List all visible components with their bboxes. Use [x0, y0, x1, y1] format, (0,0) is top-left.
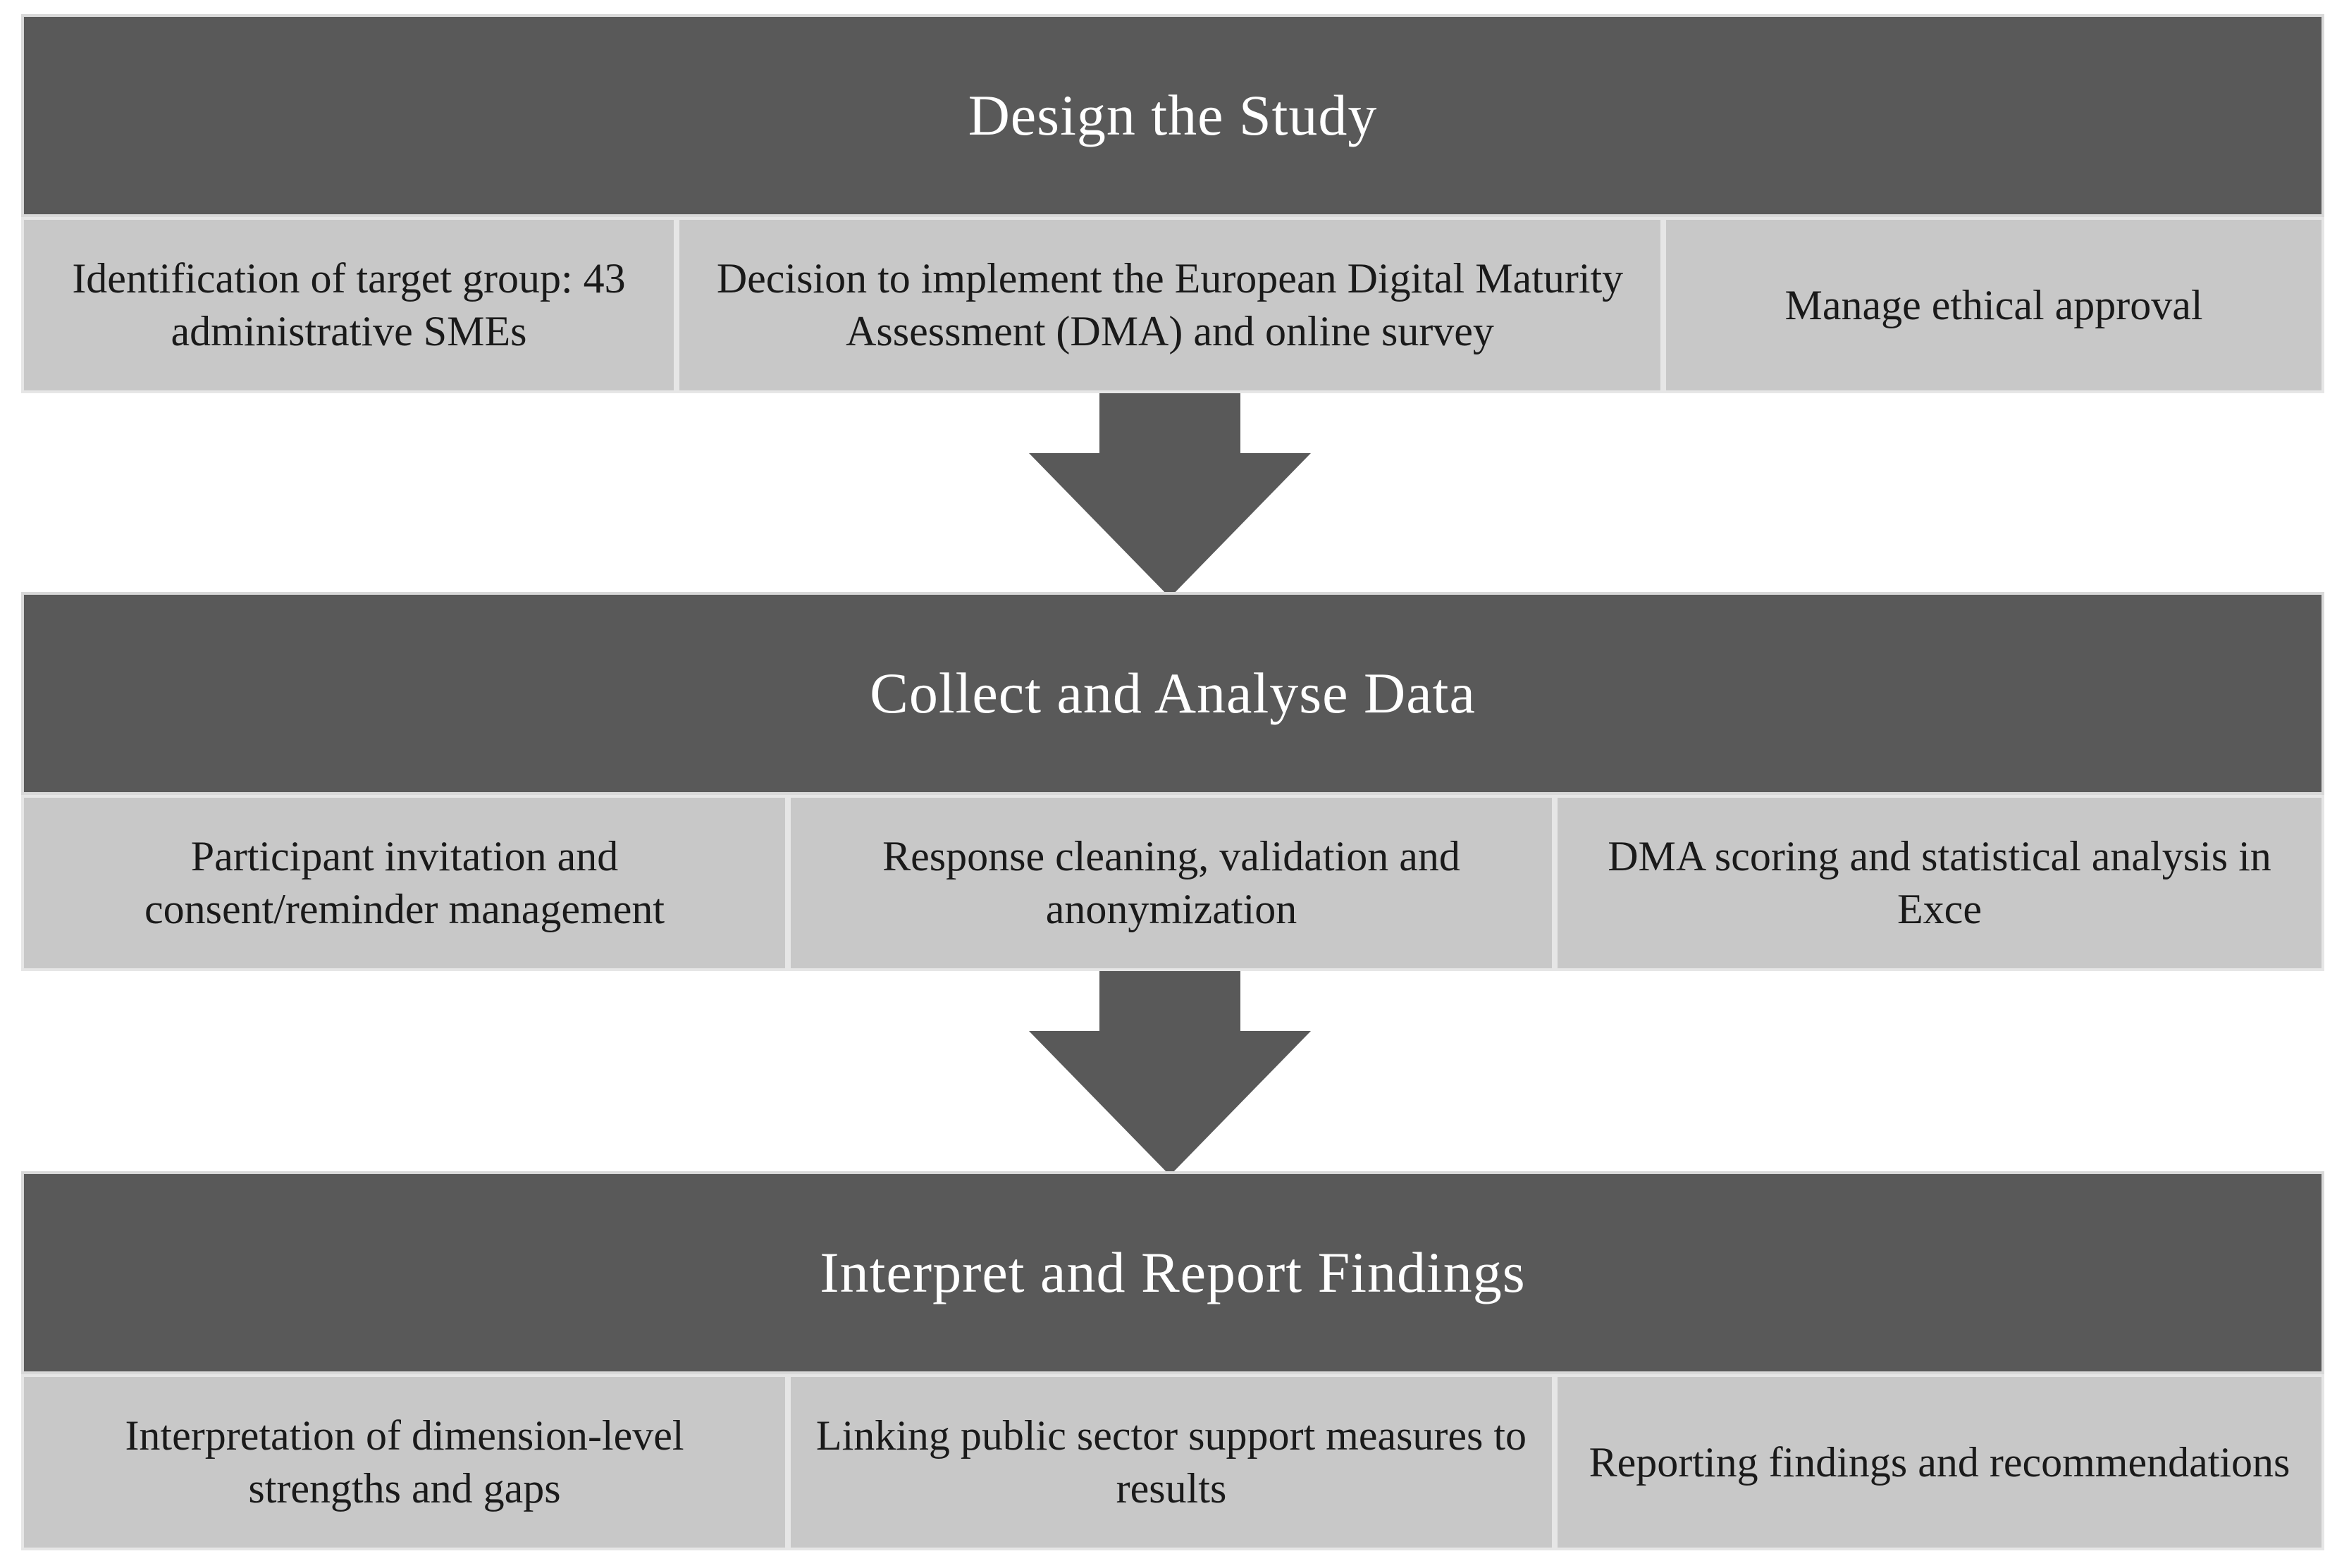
down-arrow-icon [1029, 971, 1311, 1175]
stage-item: Identification of target group: 43 admin… [21, 217, 677, 393]
stage-items-row: Participant invitation and consent/remin… [21, 795, 2324, 971]
stage-collect-analyse: Collect and Analyse Data Participant inv… [21, 592, 2324, 971]
stage-interpret-report: Interpret and Report Findings Interpreta… [21, 1171, 2324, 1550]
stage-title: Collect and Analyse Data [21, 592, 2324, 795]
down-arrow-shape [1029, 971, 1311, 1175]
stage-item: Manage ethical approval [1663, 217, 2324, 393]
stage-items-row: Interpretation of dimension-level streng… [21, 1374, 2324, 1550]
stage-design-study: Design the Study Identification of targe… [21, 14, 2324, 393]
down-arrow-icon [1029, 393, 1311, 598]
stage-item: DMA scoring and statistical analysis in … [1555, 795, 2324, 971]
stage-item: Participant invitation and consent/remin… [21, 795, 788, 971]
stage-item: Reporting findings and recommendations [1555, 1374, 2324, 1550]
stage-item: Linking public sector support measures t… [788, 1374, 1555, 1550]
down-arrow-shape [1029, 393, 1311, 598]
stage-item: Response cleaning, validation and anonym… [788, 795, 1555, 971]
stage-items-row: Identification of target group: 43 admin… [21, 217, 2324, 393]
stage-item: Interpretation of dimension-level streng… [21, 1374, 788, 1550]
stage-item: Decision to implement the European Digit… [677, 217, 1663, 393]
stage-title: Design the Study [21, 14, 2324, 217]
stage-title: Interpret and Report Findings [21, 1171, 2324, 1374]
